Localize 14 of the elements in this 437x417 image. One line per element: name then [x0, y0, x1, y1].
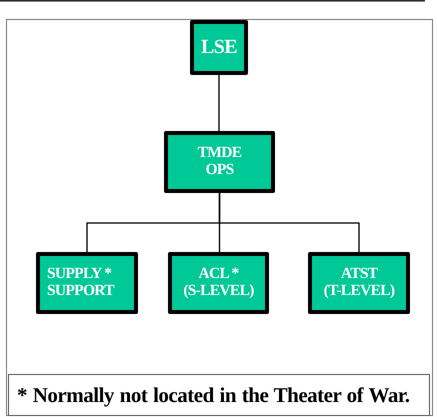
org-box	[308, 252, 410, 314]
box-label: ATST (T-LEVEL)	[322, 266, 396, 300]
org-box	[36, 252, 138, 314]
connector-line	[218, 193, 360, 252]
connector-line	[218, 75, 220, 131]
box-label: LSE	[200, 36, 237, 58]
box-label: TMDE OPS	[196, 145, 242, 179]
org-box	[190, 20, 248, 75]
footnote-box	[8, 374, 430, 416]
box-label: SUPPLY * SUPPORT	[47, 266, 116, 300]
org-box	[168, 252, 269, 314]
box-label: ACL * (S-LEVEL)	[182, 266, 255, 300]
footnote-text: * Normally not located in the Theater of War.	[17, 384, 410, 406]
org-box	[164, 131, 275, 193]
